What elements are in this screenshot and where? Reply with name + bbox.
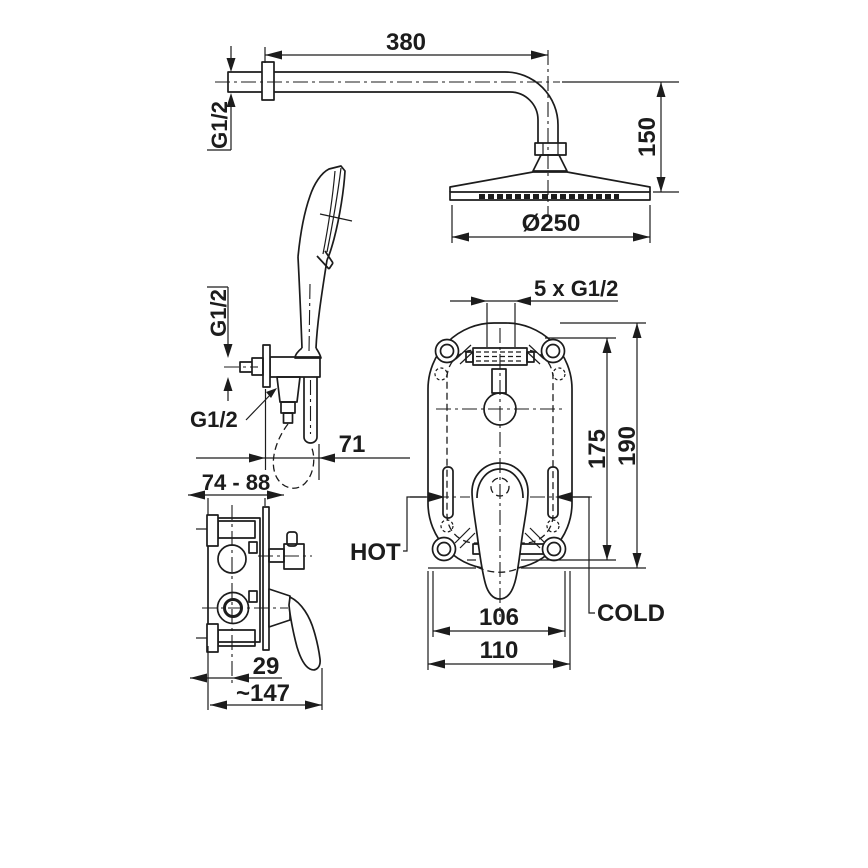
dimension-plate-height: 190	[428, 322, 646, 569]
mixer-front-view: HOT COLD 5 x G1/2 175	[350, 276, 665, 670]
hot-label: HOT	[350, 539, 401, 566]
shower-arm-outer	[274, 71, 559, 143]
dimension-head-drop: 150	[562, 81, 679, 193]
dimension-mount-height: 175	[467, 337, 616, 561]
hand-shower-head	[297, 165, 346, 261]
body-tab	[248, 541, 258, 554]
dim-head-diameter-label: Ø250	[522, 210, 581, 237]
head-cone	[532, 154, 568, 172]
hook	[316, 255, 330, 270]
hose-loop	[272, 423, 315, 489]
shower-head-dome	[449, 171, 651, 192]
head-face-line	[322, 170, 336, 255]
top-union-cap	[206, 514, 219, 547]
dim-plate-height-label: 190	[614, 426, 641, 466]
handle-centerline	[308, 283, 311, 353]
hose-end	[303, 436, 318, 444]
dim-arm-length-label: 380	[386, 29, 426, 56]
holder-wall-flange	[262, 344, 271, 388]
outlet-nipple	[282, 412, 294, 424]
body-tab	[248, 590, 258, 603]
dimension-arm-thread: G1/2	[207, 46, 236, 151]
dim-total-depth-label: ~147	[236, 680, 290, 707]
dimension-handle-offset: 29	[190, 646, 282, 710]
dim-inner-width-label: 106	[479, 604, 519, 631]
dim-handle-offset-label: 29	[253, 653, 280, 680]
hook	[328, 262, 334, 270]
dimension-connections: 5 x G1/2	[450, 276, 618, 347]
wall-plate-side	[262, 506, 270, 651]
holder-bell	[294, 347, 322, 359]
arm-wall-flange	[261, 61, 275, 101]
side-slot	[547, 466, 559, 519]
handle-escutcheon	[268, 588, 291, 628]
hook	[324, 250, 334, 264]
diverter-stem-front	[491, 368, 507, 394]
dim-head-drop-label: 150	[634, 117, 661, 157]
label-outlet-thread: G1/2	[190, 388, 277, 432]
cold-connection: COLD	[555, 492, 665, 627]
port-tab	[526, 351, 535, 363]
hand-shower-assembly: G1/2 G1/2 71	[190, 165, 410, 489]
cold-label: COLD	[597, 600, 665, 627]
top-union	[217, 520, 256, 539]
dimension-arm-length: 380	[264, 29, 548, 63]
shower-arm-assembly: 380 G1/2 150 Ø250	[207, 29, 679, 243]
dim-arm-thread-label: G1/2	[207, 101, 232, 149]
dimension-rough-in-depth: 74 - 88	[188, 470, 284, 517]
side-slot	[442, 466, 454, 519]
dimension-holder-reach: 71	[196, 389, 410, 480]
dim-holder-reach-label: 71	[339, 431, 366, 458]
diverter-lever	[286, 531, 298, 547]
head-face-line	[326, 167, 342, 253]
dim-plate-width-label: 110	[480, 637, 519, 664]
lever-handle-side	[288, 596, 321, 671]
shower-head-rim	[449, 191, 651, 201]
dim-mount-height-label: 175	[584, 429, 611, 469]
head-tick	[319, 213, 353, 222]
mixer-side-view: 74 - 88 29	[188, 470, 323, 710]
hand-shower-handle	[297, 256, 303, 349]
outlet-fitting	[276, 376, 301, 403]
outlet-thread-label: G1/2	[190, 407, 238, 432]
dimension-head-diameter: Ø250	[451, 205, 651, 243]
dimension-total-depth: ~147	[210, 668, 323, 710]
holder-stub	[239, 361, 252, 373]
hand-shower-handle	[315, 259, 328, 349]
arm-nut	[534, 142, 567, 156]
bottom-union-cap	[206, 623, 219, 653]
valve-body	[207, 517, 261, 643]
port-tab	[465, 351, 474, 363]
dim-holder-thread-label: G1/2	[206, 289, 231, 337]
holder-block	[269, 356, 321, 378]
mounting-ears	[431, 338, 567, 562]
dim-connections-label: 5 x G1/2	[534, 276, 618, 301]
dimension-plate-width: 110	[427, 571, 571, 670]
hot-connection: HOT	[350, 492, 445, 566]
shower-arm-inner	[274, 91, 539, 143]
dim-rough-in-label: 74 - 88	[202, 470, 271, 495]
dimension-inner-width: 106	[432, 571, 566, 637]
bottom-union	[217, 629, 256, 647]
dimension-holder-thread: G1/2	[206, 286, 233, 401]
outlet-fitting	[280, 401, 296, 414]
